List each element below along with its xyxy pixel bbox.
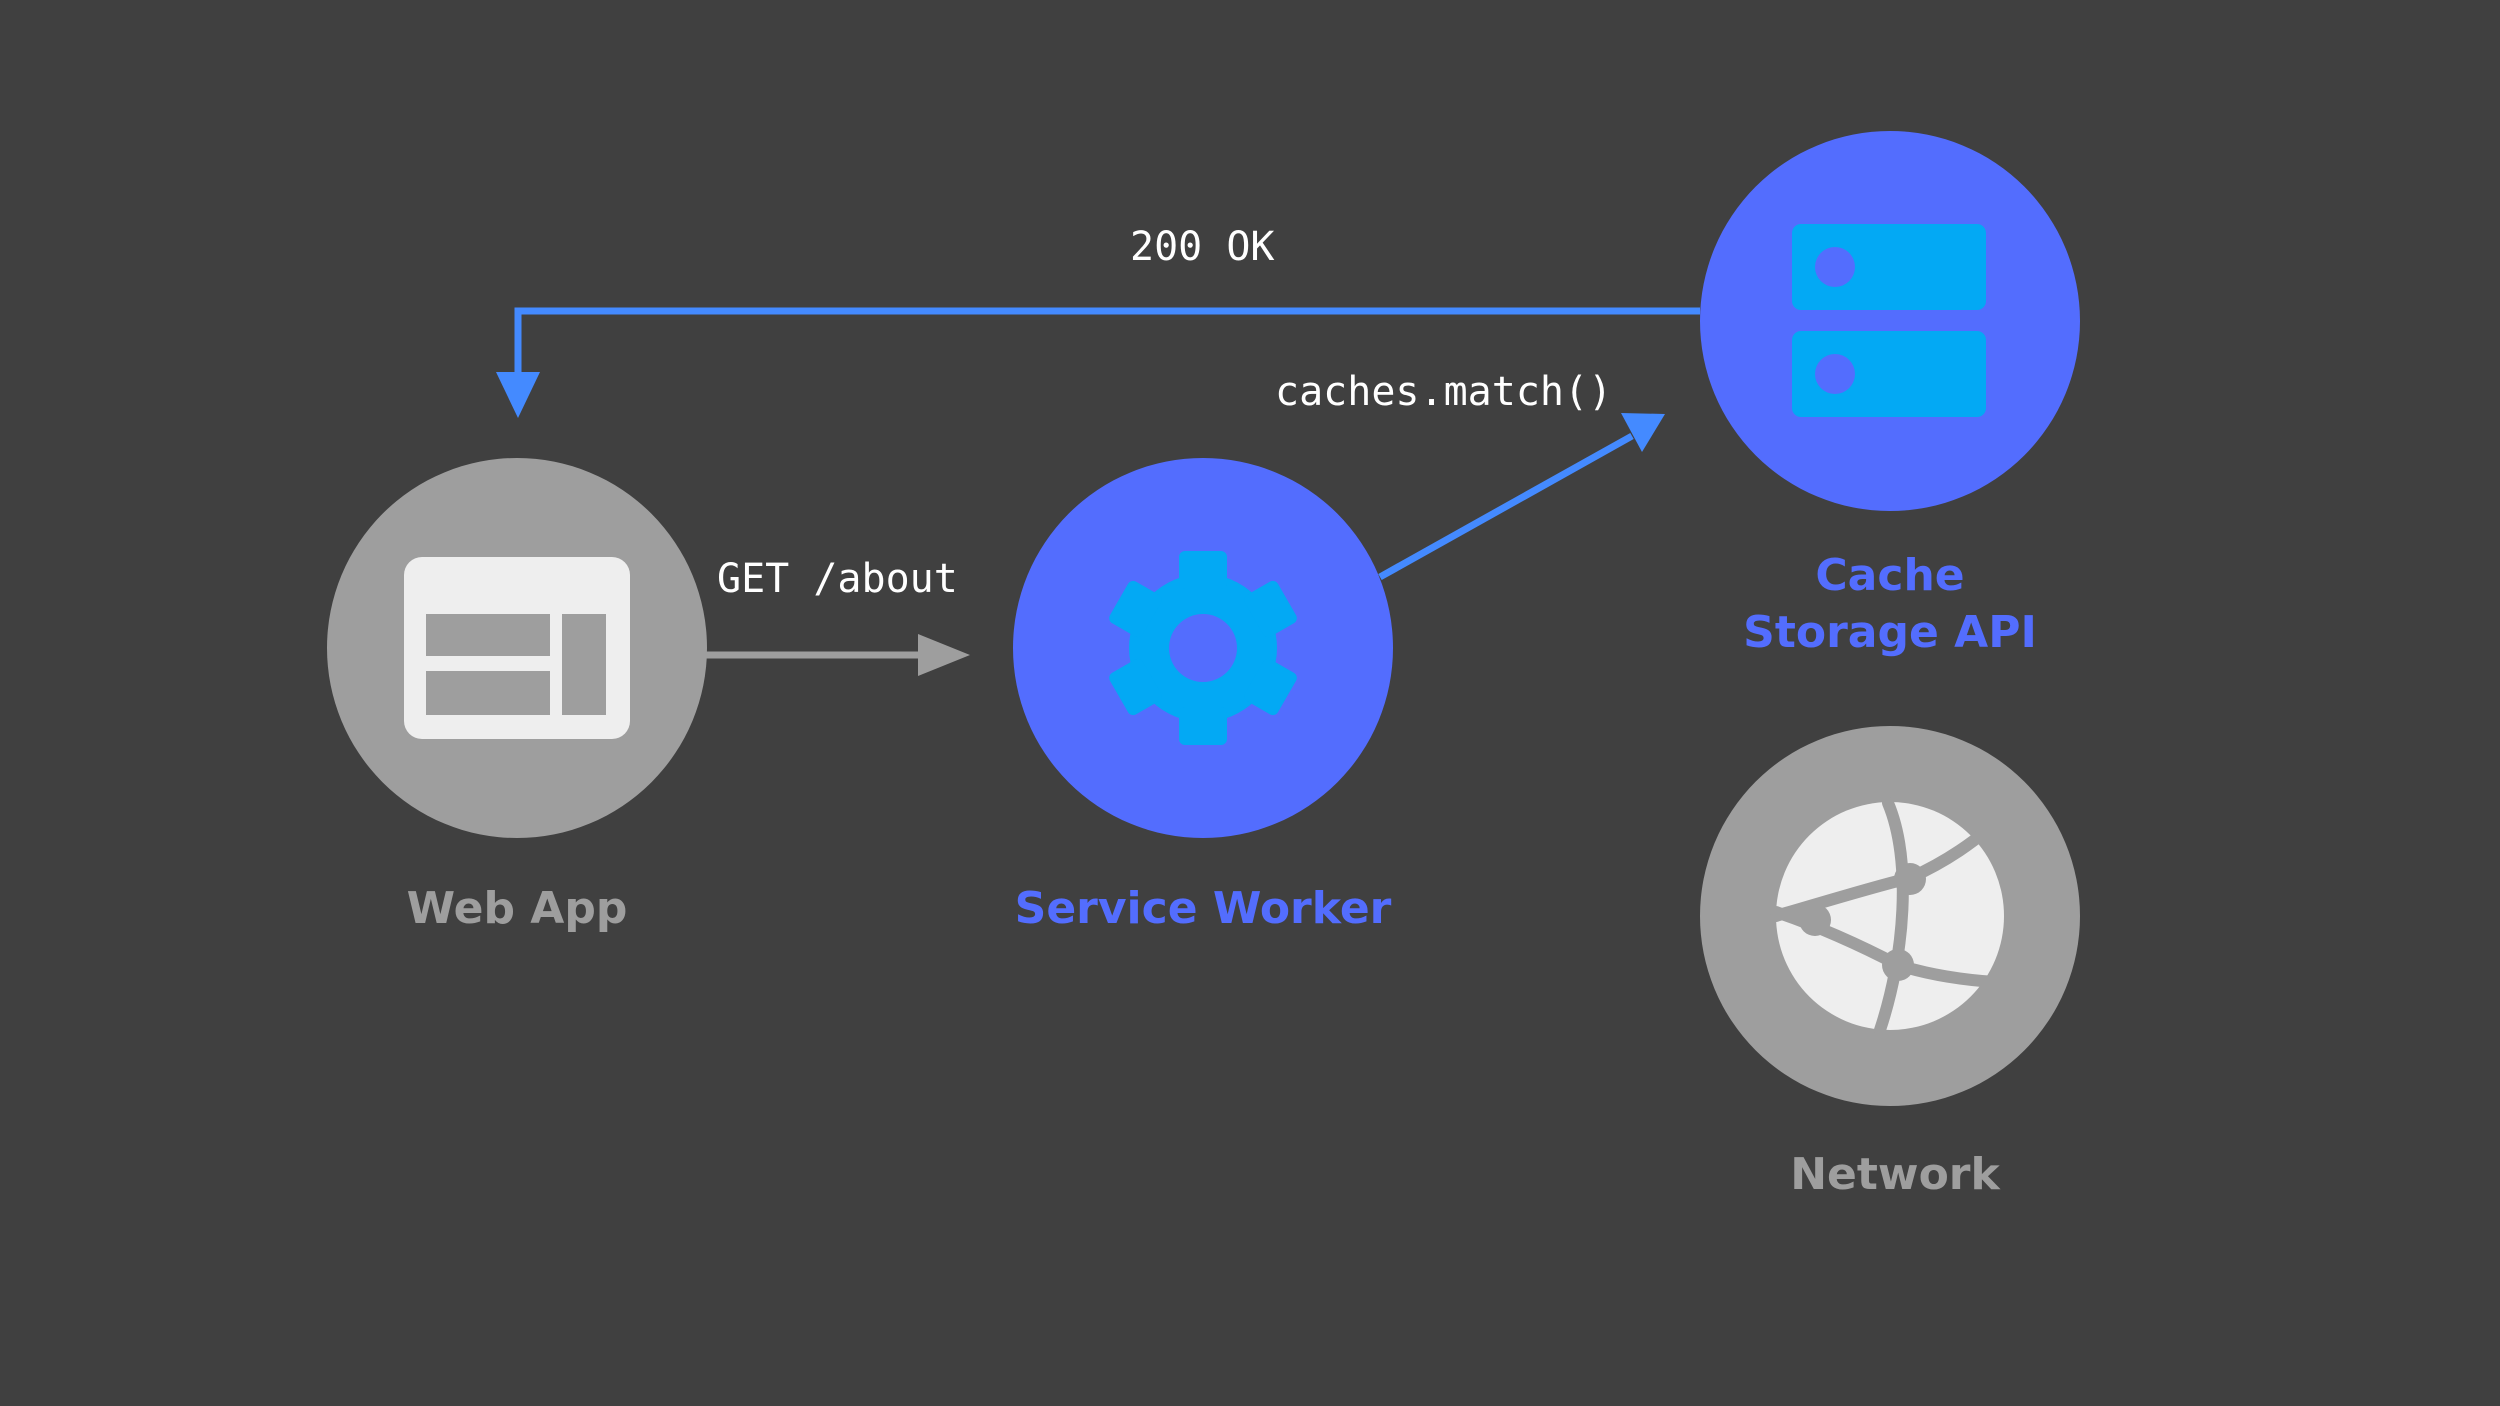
- service-worker-node: [1013, 458, 1393, 838]
- request-arrow: [706, 634, 970, 676]
- request-label: GET /about: [717, 556, 958, 602]
- cache-storage-label-line2: Storage API: [1743, 607, 2037, 658]
- storage-server-icon: [1792, 224, 1986, 417]
- service-worker-label: Service Worker: [1014, 883, 1392, 934]
- response-label: 200 OK: [1130, 224, 1275, 270]
- network-node: [1700, 726, 2080, 1106]
- cache-storage-label-line1: Cache: [1815, 550, 1965, 601]
- web-app-node: [327, 458, 707, 838]
- cache-match-arrow: [1378, 413, 1665, 581]
- cache-match-label: caches.match(): [1275, 369, 1613, 415]
- browser-window-icon: [404, 557, 630, 739]
- gear-icon: [1109, 551, 1297, 745]
- web-app-label: Web App: [406, 883, 628, 934]
- globe-icon: [1770, 797, 2004, 1036]
- response-arrow: [496, 307, 1700, 418]
- network-label: Network: [1790, 1149, 2000, 1200]
- cache-storage-node: [1700, 131, 2080, 511]
- cache-storage-label: Cache Storage API: [1640, 547, 2140, 661]
